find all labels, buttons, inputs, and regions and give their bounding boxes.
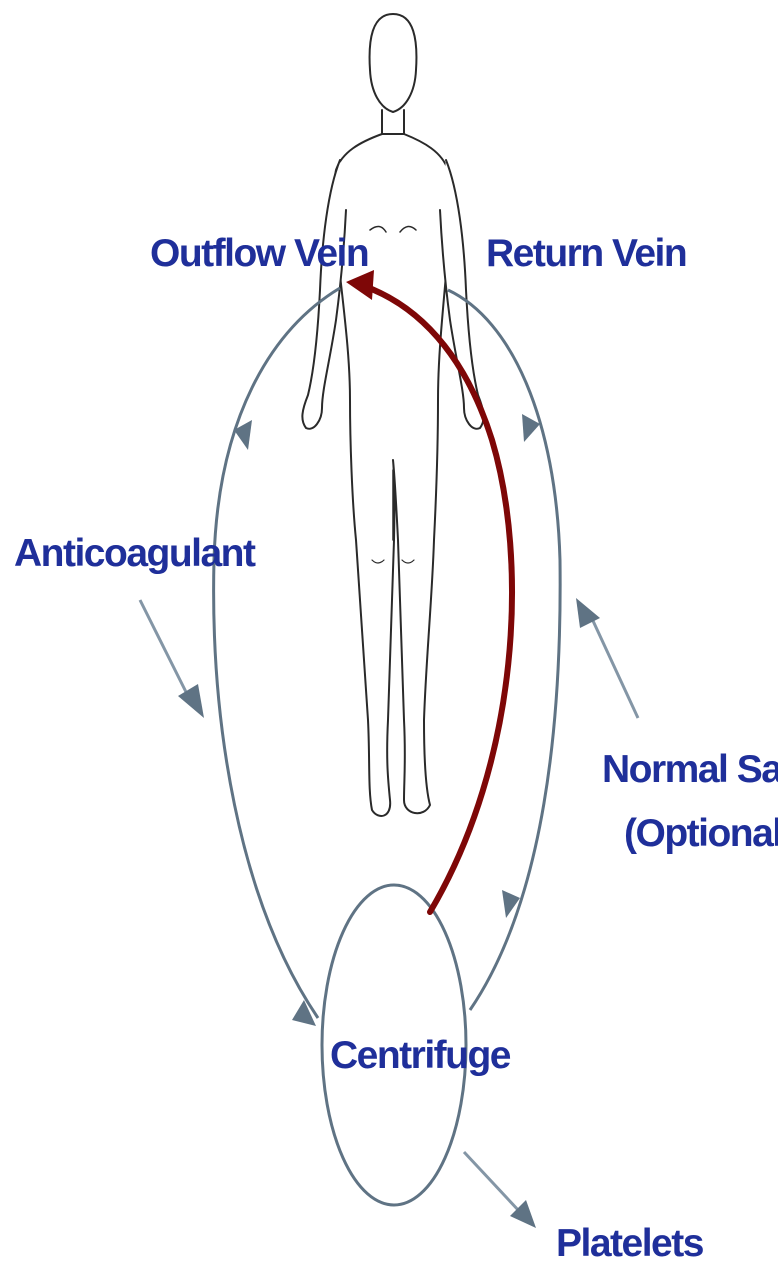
outflow-vein-label: Outflow Vein — [150, 232, 368, 275]
optional-label: (Optional) — [624, 812, 778, 855]
platelets-arrow — [464, 1152, 536, 1228]
centrifuge-label: Centrifuge — [330, 1034, 511, 1077]
human-figure-icon — [302, 14, 483, 816]
anticoagulant-label: Anticoagulant — [14, 532, 256, 575]
anticoagulant-arrow — [140, 600, 204, 718]
saline-arrow — [576, 598, 638, 718]
normal-saline-label: Normal Saline — [602, 748, 778, 791]
return-vein-label: Return Vein — [486, 232, 686, 275]
platelets-label: Platelets — [556, 1222, 704, 1265]
up-arrow-icon — [522, 414, 540, 442]
down-arrow-icon — [292, 1000, 316, 1026]
